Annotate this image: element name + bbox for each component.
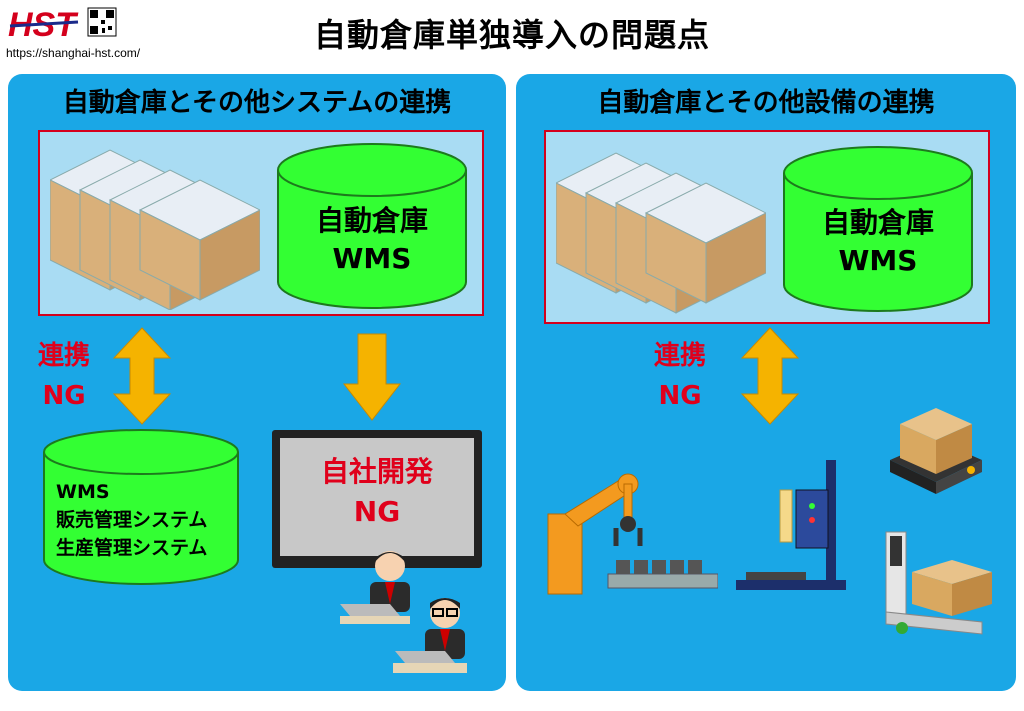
monitor-line1: 自社開発 xyxy=(320,455,433,488)
systems-line1: WMS xyxy=(56,481,110,503)
systems-cylinder xyxy=(43,429,239,585)
monitor xyxy=(272,430,482,568)
cylinder-line2: WMS xyxy=(332,242,412,275)
warehouse-wms-cylinder xyxy=(783,146,973,312)
left-warehouse-frame: 自動倉庫 WMS xyxy=(38,130,484,316)
page-title: 自動倉庫単独導入の問題点 xyxy=(313,16,710,54)
wrapping-machine-illustration xyxy=(736,460,846,590)
systems-line3: 生産管理システム xyxy=(56,537,208,559)
link-label-line1: 連携 xyxy=(653,341,706,371)
hst-logo: HST xyxy=(8,6,118,46)
developers-illustration xyxy=(340,551,467,673)
double-arrow-icon xyxy=(112,327,172,425)
link-label-line2: NG xyxy=(42,381,86,411)
forklift-agv-illustration xyxy=(885,531,992,635)
left-panel-title: 自動倉庫とその他システムの連携 xyxy=(62,88,452,118)
rack-illustration xyxy=(556,152,766,314)
systems-line2: 販売管理システム xyxy=(56,509,208,531)
cylinder-line1: 自動倉庫 xyxy=(315,204,428,237)
link-label-line1: 連携 xyxy=(37,341,90,371)
agv-box-illustration xyxy=(890,408,982,494)
cylinder-line1: 自動倉庫 xyxy=(821,206,934,239)
cylinder-line2: WMS xyxy=(838,244,918,277)
robot-arm-illustration xyxy=(547,473,718,595)
left-panel: 自動倉庫とその他システムの連携 xyxy=(8,74,506,691)
link-label-line2: NG xyxy=(658,381,702,411)
double-arrow-icon xyxy=(740,327,800,425)
down-arrow-icon xyxy=(342,333,402,421)
warehouse-wms-cylinder xyxy=(277,143,467,309)
rack-illustration xyxy=(50,149,260,310)
qr-code-icon xyxy=(87,7,117,37)
right-panel: 自動倉庫とその他設備の連携 xyxy=(516,74,1016,691)
monitor-line2: NG xyxy=(353,495,401,528)
site-url[interactable]: https://shanghai-hst.com/ xyxy=(6,46,141,60)
right-warehouse-frame: 自動倉庫 WMS xyxy=(544,130,990,324)
right-panel-title: 自動倉庫とその他設備の連携 xyxy=(597,88,935,118)
